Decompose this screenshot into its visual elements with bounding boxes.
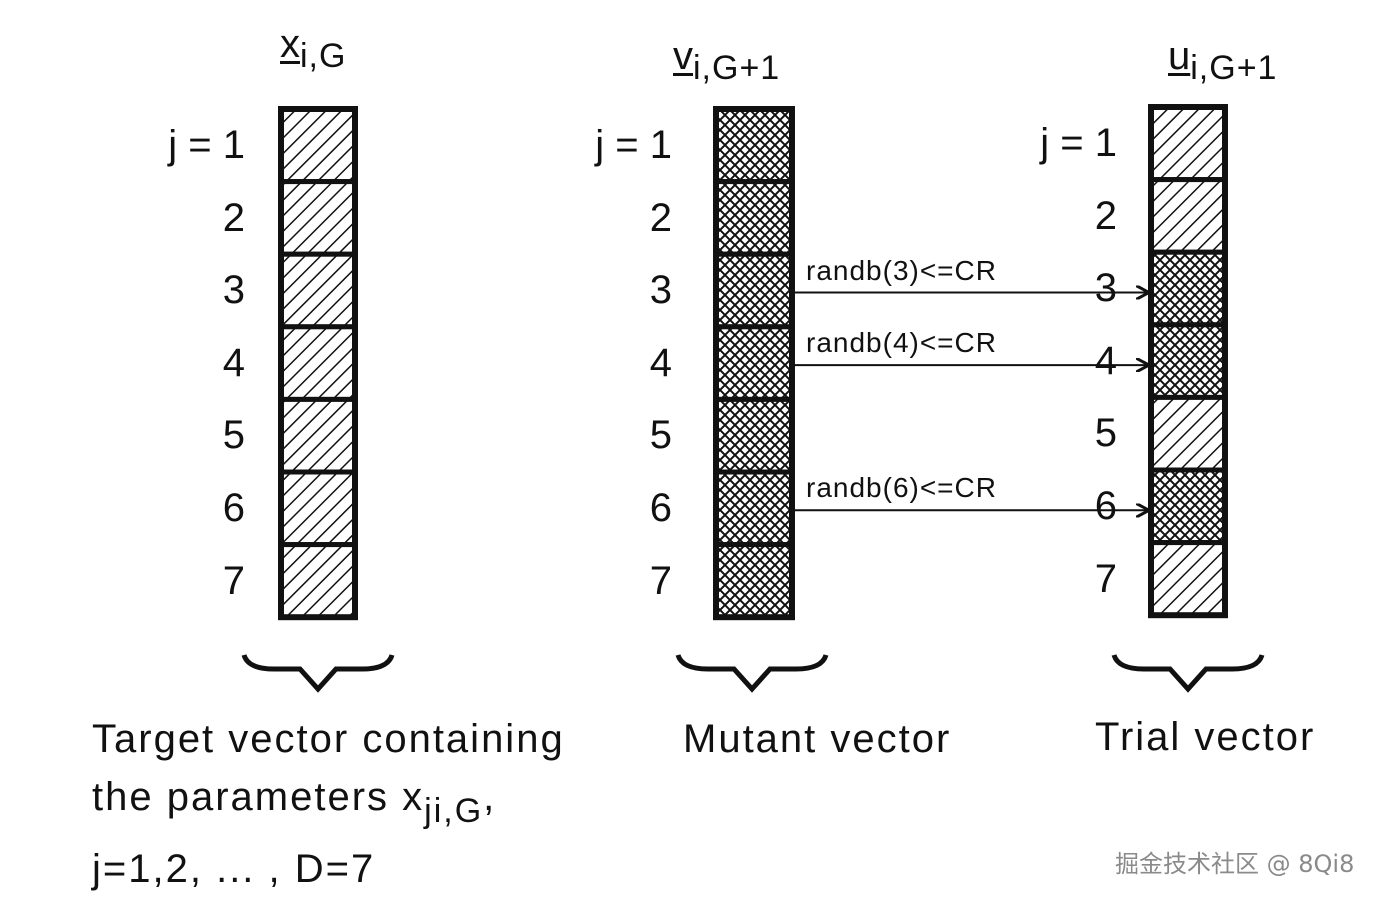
trial-row-label-7: 7 <box>1094 556 1117 601</box>
target-cell-1 <box>278 106 358 185</box>
target-name-subscript: i,G <box>300 37 347 75</box>
trial-row-label-5: 5 <box>1094 411 1117 456</box>
mutant-row-label-3: 3 <box>649 268 672 313</box>
target-vector-name: xi,G <box>280 22 346 76</box>
mutant-cell-6 <box>713 469 795 548</box>
trial-caption: Trial vector <box>1095 708 1315 766</box>
mutant-name-base: v <box>673 34 693 78</box>
target-name-base: x <box>280 22 300 66</box>
target-brace <box>241 654 395 693</box>
trial-vector-border <box>1148 104 1228 619</box>
trial-row-label-4: 4 <box>1094 338 1117 383</box>
mutant-cell-3 <box>713 251 795 330</box>
target-cell-4 <box>278 324 358 402</box>
mutant-cell-7 <box>713 542 795 620</box>
mutant-cell-4 <box>713 324 795 402</box>
mutant-caption-line-1: Mutant vector <box>683 717 952 761</box>
target-row-label-6: 6 <box>222 486 245 530</box>
target-cell-6 <box>278 469 358 548</box>
trial-name-subscript: i,G+1 <box>1190 49 1278 87</box>
target-row-label-2: 2 <box>222 195 245 240</box>
trial-cell-3 <box>1148 249 1228 328</box>
watermark: 掘金技术社区 @ 8Qi8 <box>1115 850 1355 878</box>
mutant-brace <box>675 654 829 693</box>
target-row-label-4: 4 <box>222 340 245 385</box>
mutant-name-subscript: i,G+1 <box>693 49 781 87</box>
target-caption-line-3: j=1,2, ... , D=7 <box>92 847 376 891</box>
trial-row-label-3: 3 <box>1094 266 1117 311</box>
mutant-row-label-6: 6 <box>649 486 672 530</box>
target-cell-2 <box>278 179 358 257</box>
trial-row-label-6: 6 <box>1094 484 1117 528</box>
target-row-label-5: 5 <box>222 413 245 458</box>
target-caption-subscript: ji,G <box>424 792 484 830</box>
target-caption-line-2: the parameters xji,G, <box>92 775 497 830</box>
trial-row-label-1: j = 1 <box>1040 121 1117 165</box>
target-cell-7 <box>278 542 358 620</box>
target-row-label-1: j = 1 <box>168 123 245 167</box>
mutant-row-label-7: 7 <box>649 558 672 603</box>
mutant-row-label-1: j = 1 <box>595 123 672 167</box>
trial-brace <box>1111 654 1265 693</box>
crossover-label-4: randb(4)<=CR <box>806 327 997 359</box>
trial-name-base: u <box>1168 34 1191 78</box>
mutant-caption: Mutant vector <box>683 710 951 768</box>
target-row-label-7: 7 <box>222 558 245 603</box>
target-cell-3 <box>278 251 358 330</box>
trial-cell-7 <box>1148 540 1228 618</box>
mutant-cell-5 <box>713 396 795 475</box>
mutant-row-label-2: 2 <box>649 195 672 240</box>
trial-cell-5 <box>1148 394 1228 473</box>
target-vector-border <box>278 106 358 621</box>
crossover-label-3: randb(3)<=CR <box>806 254 997 286</box>
trial-cell-6 <box>1148 467 1228 546</box>
mutant-vector-border <box>713 106 795 621</box>
target-cell-5 <box>278 396 358 475</box>
target-caption: Target vector containing the parameters x… <box>92 710 565 898</box>
trial-cell-1 <box>1148 104 1228 183</box>
mutant-vector-name: vi,G+1 <box>673 34 780 88</box>
mutant-cell-1 <box>713 106 795 185</box>
target-caption-suffix: , <box>483 775 497 819</box>
trial-caption-line-1: Trial vector <box>1095 715 1316 759</box>
trial-cell-4 <box>1148 322 1228 400</box>
target-row-label-3: 3 <box>222 268 245 313</box>
target-caption-line-1: Target vector containing <box>92 717 565 761</box>
trial-cell-2 <box>1148 177 1228 255</box>
mutant-cell-2 <box>713 179 795 257</box>
trial-row-label-2: 2 <box>1094 193 1117 238</box>
crossover-label-6: randb(6)<=CR <box>806 472 997 504</box>
mutant-row-label-5: 5 <box>649 413 672 458</box>
mutant-row-label-4: 4 <box>649 340 672 385</box>
trial-vector-name: ui,G+1 <box>1168 34 1277 88</box>
